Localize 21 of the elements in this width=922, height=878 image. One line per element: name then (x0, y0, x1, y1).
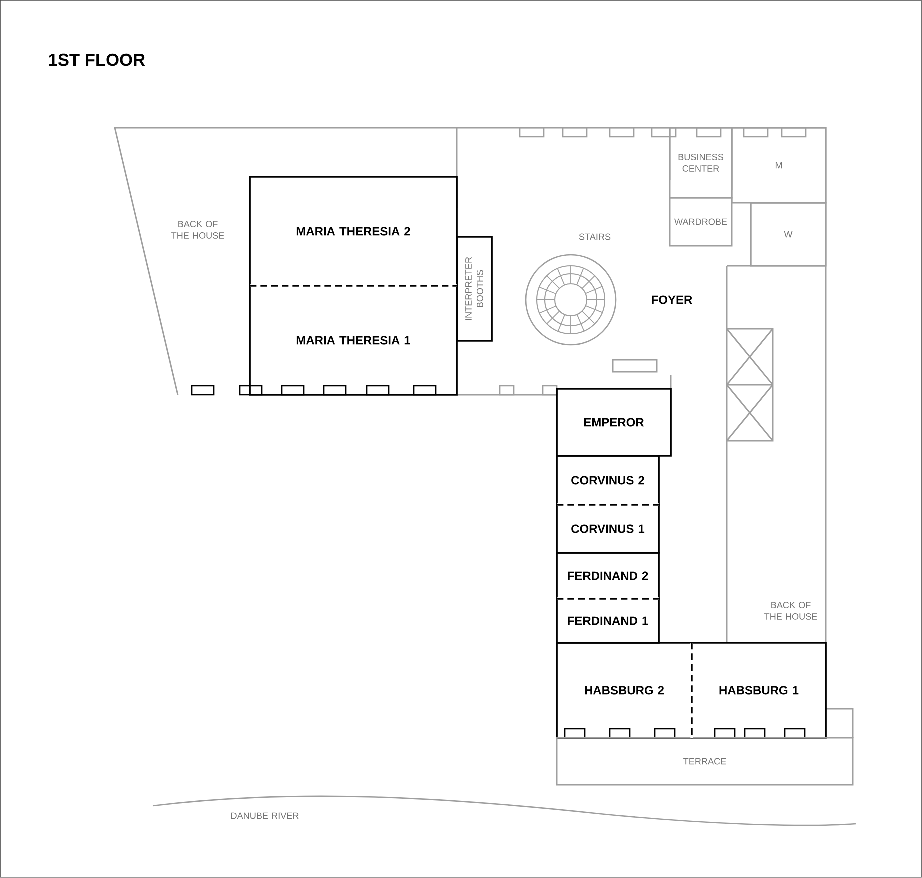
room-box: M (731, 127, 827, 204)
area-label: BACK OF THE HOUSE (172, 221, 224, 239)
room-box: W (750, 202, 827, 267)
room-box: CORVINUS 2 (556, 455, 660, 506)
area-label: BACK OF THE HOUSE (764, 602, 818, 620)
room-box: BUSINESS CENTER (669, 127, 733, 199)
title: 1ST FLOOR (49, 54, 146, 66)
room-box: EMPEROR (556, 388, 672, 457)
room-box: HABSBURG 2 (556, 642, 693, 739)
room-box: HABSBURG 1 (691, 642, 827, 739)
room-box: CORVINUS 1 (556, 504, 660, 554)
area-label: FOYER (652, 296, 692, 304)
room-box: FERDINAND 2 (556, 552, 660, 600)
room-box: FERDINAND 1 (556, 598, 660, 644)
room-box: MARIA THERESIA 1 (249, 285, 458, 396)
room-box: TERRACE (556, 737, 854, 786)
area-label: STAIRS (579, 234, 611, 240)
room-box: MARIA THERESIA 2 (249, 176, 458, 287)
room-box: WARDROBE (669, 197, 733, 247)
room-box: INTERPRETER BOOTHS (456, 236, 493, 342)
area-label: DANUBE RIVER (232, 812, 299, 820)
